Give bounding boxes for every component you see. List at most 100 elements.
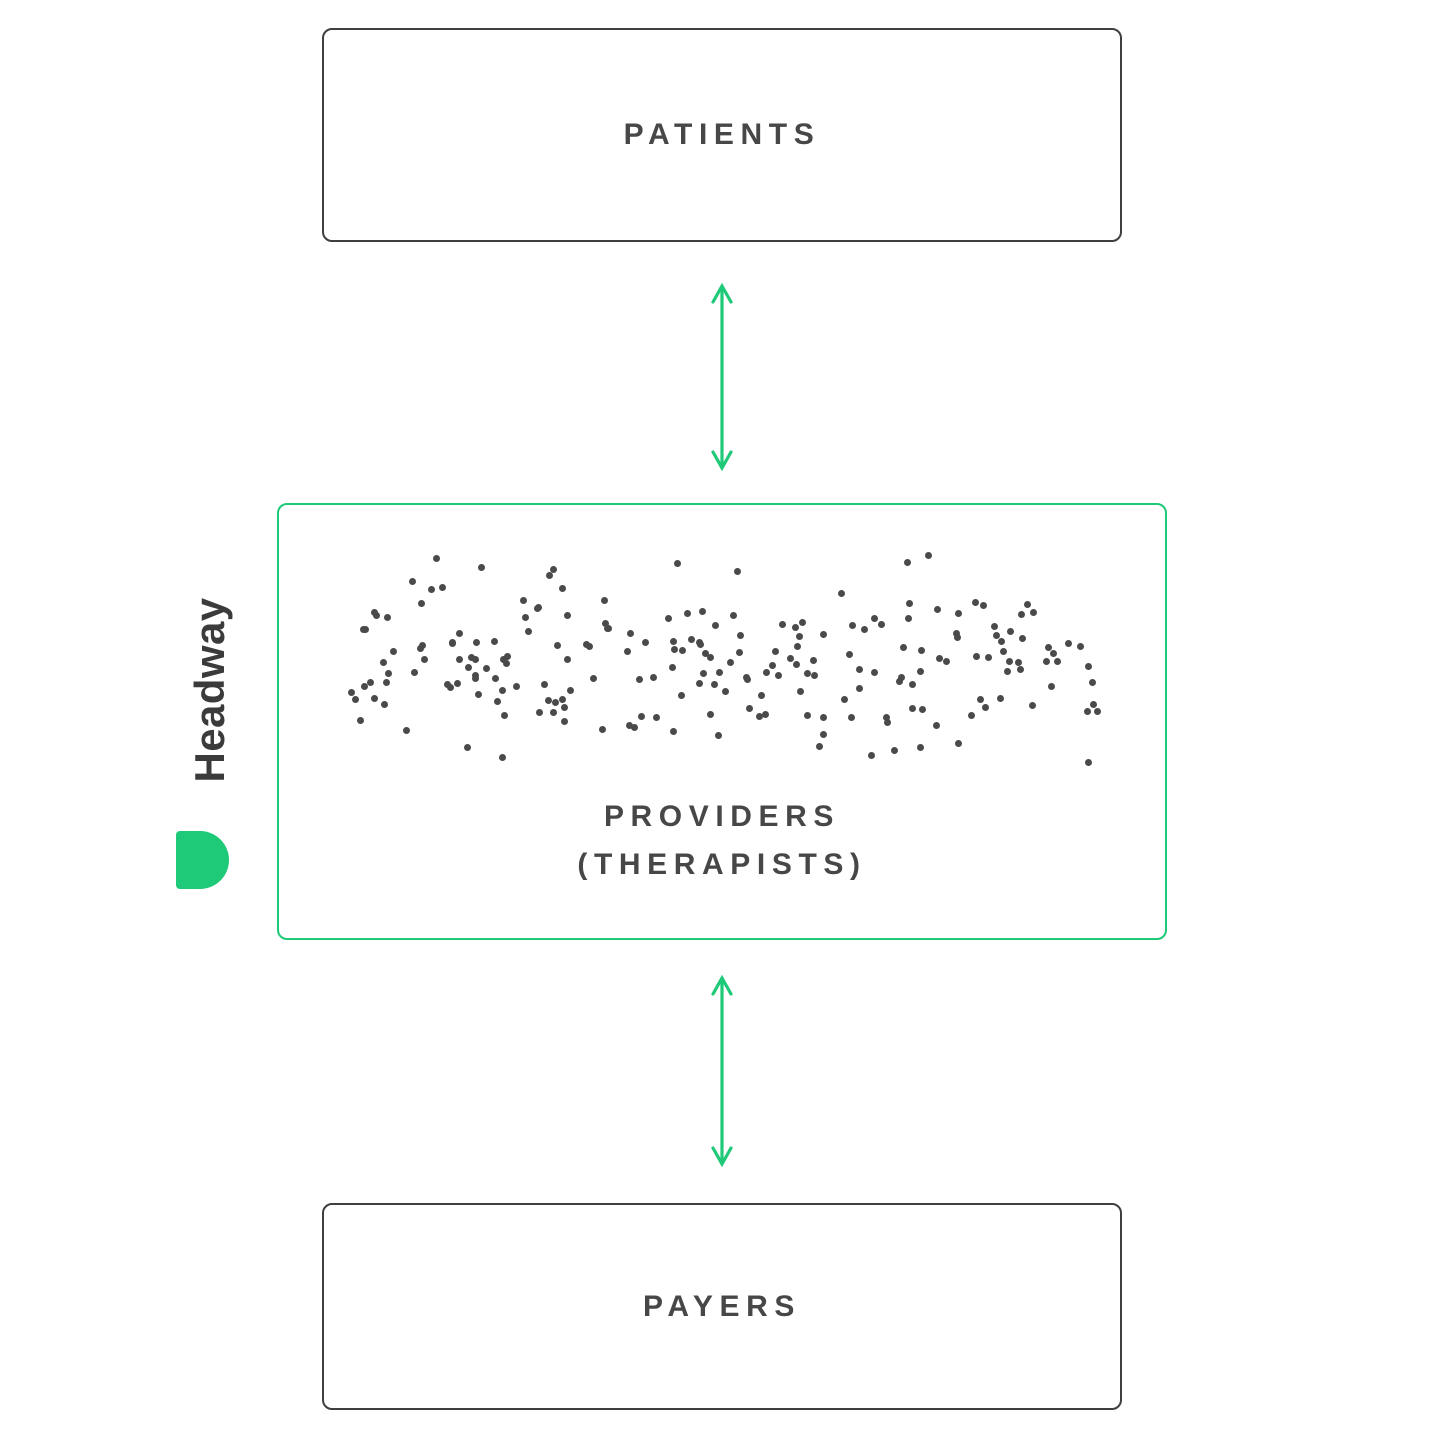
provider-dot <box>385 669 393 677</box>
patients-box: PATIENTS <box>322 28 1122 242</box>
provider-dot <box>456 629 464 637</box>
provider-dot <box>819 713 827 721</box>
headway-wordmark: Headway <box>186 597 233 783</box>
provider-dot <box>520 596 528 604</box>
headway-logo-icon <box>176 831 229 889</box>
provider-dot <box>669 637 677 645</box>
provider-dot <box>917 743 925 751</box>
arrow-patients-providers-icon <box>711 282 733 472</box>
provider-dot <box>997 637 1005 645</box>
provider-dot <box>1065 640 1073 648</box>
provider-dot <box>1089 701 1097 709</box>
provider-dot <box>971 598 979 606</box>
provider-dot <box>492 675 500 683</box>
provider-dot <box>408 578 416 586</box>
provider-dot <box>980 601 988 609</box>
provider-dot <box>558 585 566 593</box>
provider-dot <box>992 631 1000 639</box>
provider-dot <box>845 651 853 659</box>
provider-dot <box>446 683 454 691</box>
provider-dot <box>1085 663 1093 671</box>
provider-dot <box>482 665 490 673</box>
provider-dot <box>904 558 912 566</box>
provider-dot <box>1016 665 1024 673</box>
provider-dot <box>382 678 390 686</box>
provider-dot <box>891 746 899 754</box>
provider-dot <box>1083 707 1091 715</box>
provider-dot <box>918 647 926 655</box>
provider-dot <box>1045 643 1053 651</box>
provider-dot <box>793 642 801 650</box>
provider-dot <box>841 696 849 704</box>
provider-dot <box>641 638 649 646</box>
provider-dot <box>855 666 863 674</box>
provider-dot <box>925 551 933 559</box>
provider-dot <box>626 630 634 638</box>
provider-dot <box>1015 659 1023 667</box>
provider-dot <box>972 652 980 660</box>
provider-dot <box>877 621 885 629</box>
provider-dot <box>867 752 875 760</box>
provider-dot <box>1017 610 1025 618</box>
provider-dot <box>590 675 598 683</box>
provider-dot <box>416 645 424 653</box>
provider-dot <box>500 711 508 719</box>
provider-dot <box>498 686 506 694</box>
provider-dot <box>712 622 720 630</box>
provider-dot <box>500 656 508 664</box>
provider-dot <box>1054 658 1062 665</box>
provider-dot <box>473 638 481 646</box>
provider-dot <box>635 676 643 684</box>
provider-dot <box>551 699 559 707</box>
provider-dot <box>699 607 707 615</box>
provider-dot <box>761 711 769 719</box>
provider-dot <box>697 641 705 649</box>
provider-dot <box>678 647 686 655</box>
provider-dot <box>779 620 787 628</box>
provider-dot <box>554 642 562 650</box>
provider-dot <box>522 613 530 621</box>
providers-label-line1: PROVIDERS <box>603 799 841 833</box>
provider-dot <box>475 691 483 699</box>
provider-dot <box>819 630 827 638</box>
provider-dot <box>504 652 512 660</box>
provider-dot <box>1048 682 1056 690</box>
provider-dot <box>534 604 542 612</box>
provider-dot <box>711 681 719 689</box>
provider-dot <box>714 732 722 740</box>
provider-dot <box>438 584 446 592</box>
provider-dot <box>775 671 783 679</box>
provider-dot <box>550 565 558 573</box>
provider-dot <box>601 596 609 604</box>
provider-dot <box>1023 600 1031 608</box>
provider-dot <box>373 611 381 619</box>
provider-dot <box>793 660 801 668</box>
provider-dot <box>669 727 677 735</box>
provider-dot <box>1029 608 1037 616</box>
provider-dot <box>558 695 566 703</box>
provider-dot <box>909 681 917 689</box>
provider-dot <box>967 712 975 720</box>
provider-dot <box>428 586 436 594</box>
provider-dot <box>955 610 963 618</box>
provider-dot <box>540 681 548 689</box>
provider-dot <box>630 723 638 731</box>
provider-dot <box>847 714 855 722</box>
provider-dot <box>1018 635 1026 643</box>
provider-dot <box>564 612 572 620</box>
payers-label: PAYERS <box>643 1289 801 1323</box>
provider-dot <box>563 656 571 664</box>
provider-dot <box>1005 658 1013 666</box>
provider-dot <box>762 669 770 676</box>
payers-box: PAYERS <box>322 1203 1122 1410</box>
provider-dot <box>545 696 553 704</box>
provider-dot <box>838 589 846 597</box>
provider-dot <box>1003 667 1011 675</box>
provider-dot <box>871 668 879 676</box>
provider-dot <box>954 633 962 641</box>
provider-dot <box>955 739 963 747</box>
provider-dot <box>883 718 891 726</box>
provider-dot <box>687 635 695 643</box>
provider-dot <box>472 656 480 663</box>
provider-dot <box>810 672 818 680</box>
